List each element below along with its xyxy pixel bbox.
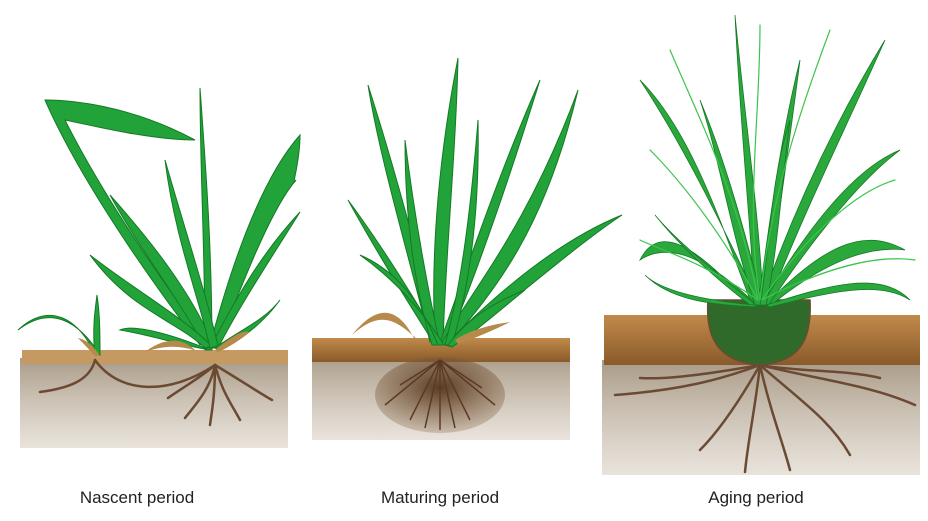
nascent-stage xyxy=(18,88,300,448)
soil-surface xyxy=(22,350,288,364)
soil-block xyxy=(20,358,288,448)
maturing-stage xyxy=(312,58,622,440)
blades xyxy=(18,88,300,355)
blades xyxy=(348,58,622,347)
illustration xyxy=(0,0,928,480)
stage-label-nascent: Nascent period xyxy=(17,488,257,508)
stage-label-aging: Aging period xyxy=(636,488,876,508)
stage-label-maturing: Maturing period xyxy=(320,488,560,508)
blades xyxy=(640,15,910,307)
aging-stage xyxy=(602,15,920,475)
